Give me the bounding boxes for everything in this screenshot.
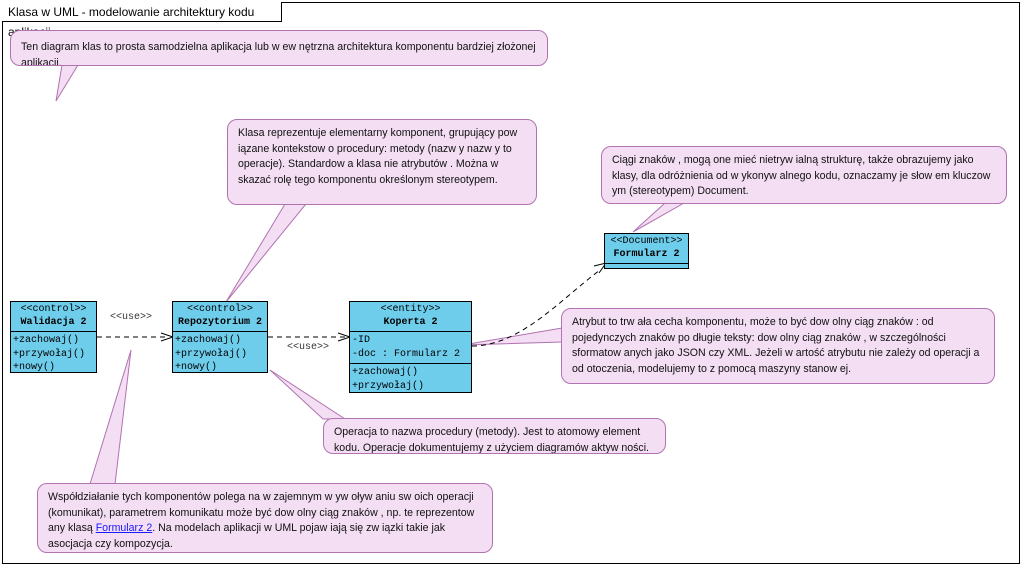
atrybut-note-pointer bbox=[462, 327, 563, 346]
class-koperta-header: <<entity>> Koperta 2 bbox=[350, 302, 471, 332]
class-repozytorium-header: <<control>> Repozytorium 2 bbox=[173, 302, 267, 332]
ciagi-note-text: Ciągi znaków , mogą one mieć nietryw ial… bbox=[612, 154, 991, 197]
class-walidacja-operations: +zachowaj() +przywołaj() +nowy() bbox=[11, 332, 96, 377]
attribute: -doc : Formularz 2 bbox=[352, 348, 461, 360]
class-repozytorium[interactable]: <<control>> Repozytorium 2 +zachowaj() +… bbox=[172, 301, 268, 373]
operacja-note: Operacja to nazwa procedury (metody). Je… bbox=[323, 418, 666, 454]
class-koperta-attributes: -ID -doc : Formularz 2 bbox=[350, 332, 471, 364]
class-walidacja-stereotype: <<control>> bbox=[20, 304, 87, 315]
operation: +zachowaj() bbox=[13, 335, 80, 346]
class-formularz[interactable]: <<Document>> Formularz 2 bbox=[604, 233, 689, 269]
class-formularz-header: <<Document>> Formularz 2 bbox=[605, 234, 688, 264]
edge-koperta-formularz bbox=[471, 269, 601, 347]
klasa-note-pointer bbox=[225, 203, 308, 303]
class-formularz-name: Formularz 2 bbox=[613, 249, 680, 260]
operation: +zachowaj() bbox=[175, 335, 242, 346]
intro-note-text: Ten diagram klas to prosta samodzielna a… bbox=[21, 41, 536, 66]
class-repozytorium-stereotype: <<control>> bbox=[186, 304, 253, 315]
wspolpraca-text-after: . Na modelach aplikacji w UML pojaw iają… bbox=[48, 522, 446, 550]
ciagi-note-pointer bbox=[632, 202, 686, 233]
operacja-note-text: Operacja to nazwa procedury (metody). Je… bbox=[334, 426, 650, 454]
atrybut-note: Atrybut to trw ała cecha komponentu, moż… bbox=[561, 308, 995, 384]
intro-note-pointer bbox=[55, 64, 79, 102]
attribute: -ID bbox=[352, 335, 371, 346]
class-walidacja-header: <<control>> Walidacja 2 bbox=[11, 302, 96, 332]
klasa-note-text: Klasa reprezentuje elementarny komponent… bbox=[238, 127, 518, 186]
operacja-note-pointer bbox=[269, 369, 347, 420]
klasa-note: Klasa reprezentuje elementarny komponent… bbox=[227, 119, 537, 205]
class-formularz-stereotype: <<Document>> bbox=[610, 236, 683, 247]
use-label-2: <<use>> bbox=[287, 342, 330, 353]
class-walidacja[interactable]: <<control>> Walidacja 2 +zachowaj() +prz… bbox=[10, 301, 97, 373]
operation: +przywołaj() bbox=[352, 380, 425, 392]
operation: +nowy() bbox=[13, 362, 56, 373]
class-walidacja-name: Walidacja 2 bbox=[20, 317, 87, 328]
operation: +nowy() bbox=[175, 362, 218, 373]
class-koperta-operations: +zachowaj() +przywołaj() bbox=[350, 364, 471, 395]
formularz-link[interactable]: Formularz 2 bbox=[95, 522, 153, 534]
wspolpraca-text-before: Współdziałanie tych komponentów polega n… bbox=[48, 491, 475, 534]
wspolpraca-note: Współdziałanie tych komponentów polega n… bbox=[37, 483, 493, 553]
class-repozytorium-name: Repozytorium 2 bbox=[177, 317, 262, 328]
ciagi-note: Ciągi znaków , mogą one mieć nietryw ial… bbox=[601, 146, 1007, 204]
operation: +przywołaj() bbox=[13, 348, 86, 360]
operation: +zachowaj() bbox=[352, 367, 419, 378]
class-koperta-stereotype: <<entity>> bbox=[380, 304, 441, 315]
use-label-1: <<use>> bbox=[110, 312, 153, 323]
class-koperta[interactable]: <<entity>> Koperta 2 -ID -doc : Formular… bbox=[349, 301, 472, 393]
class-koperta-name: Koperta 2 bbox=[383, 317, 438, 328]
atrybut-note-text: Atrybut to trw ała cecha komponentu, moż… bbox=[572, 316, 980, 375]
intro-note: Ten diagram klas to prosta samodzielna a… bbox=[10, 30, 548, 66]
operation: +przywołaj() bbox=[175, 348, 248, 360]
class-repozytorium-operations: +zachowaj() +przywołaj() +nowy() bbox=[173, 332, 267, 377]
